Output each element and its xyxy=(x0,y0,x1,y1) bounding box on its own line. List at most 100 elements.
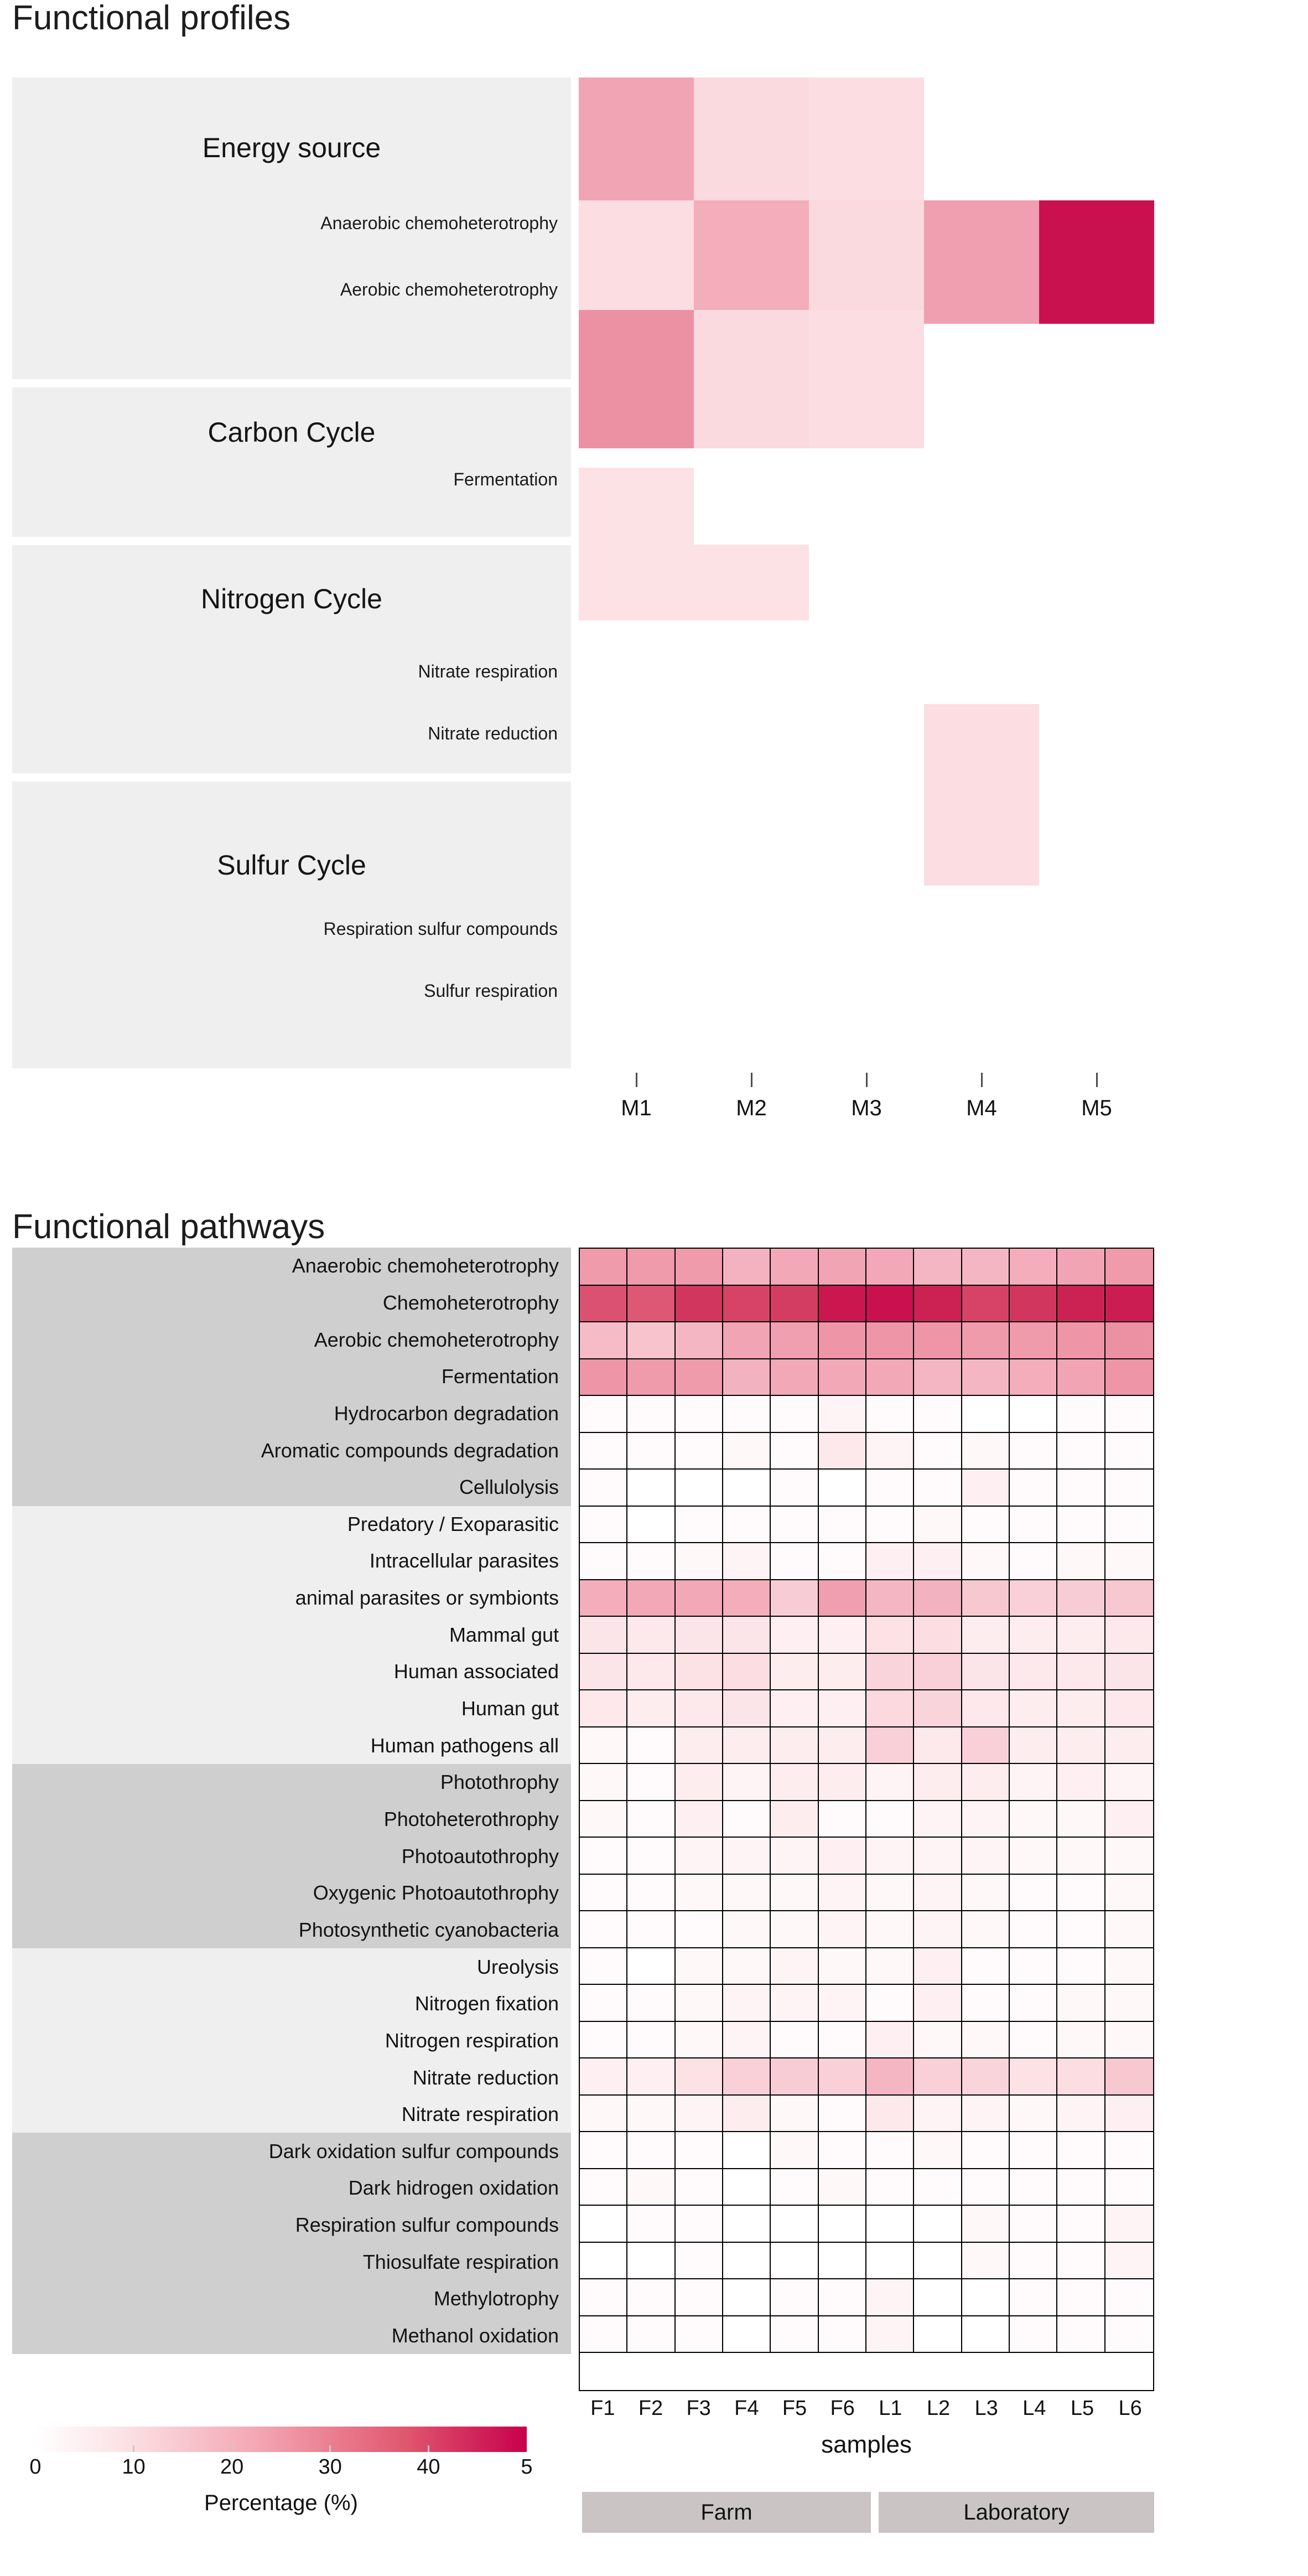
bottom-heatmap-cell xyxy=(962,1985,1010,2022)
bottom-heatmap-cell xyxy=(1105,1764,1153,1801)
bottom-heatmap-cell xyxy=(580,2169,628,2206)
bottom-heatmap-cell xyxy=(771,1653,819,1691)
bottom-heatmap-cell xyxy=(675,1506,723,1544)
bottom-heatmap-cell xyxy=(1010,2132,1058,2169)
bottom-row-label: animal parasites or symbionts xyxy=(295,1586,559,1610)
colorbar-tick xyxy=(231,2445,233,2452)
bottom-heatmap-cell xyxy=(914,1432,962,1470)
bottom-heatmap-cell xyxy=(818,2169,866,2206)
bottom-heatmap-cell xyxy=(866,2206,915,2243)
bottom-heatmap-cell xyxy=(771,1322,819,1359)
bottom-heatmap-cell xyxy=(580,1948,628,1985)
bottom-heatmap-cell xyxy=(723,1985,771,2022)
bottom-heatmap-cell xyxy=(962,1653,1010,1691)
bottom-heatmap-cell xyxy=(627,2206,676,2243)
bottom-heatmap-cell xyxy=(1010,2206,1058,2243)
bottom-heatmap-cell xyxy=(962,2058,1010,2096)
bottom-heatmap-cell xyxy=(914,1653,962,1691)
bottom-heatmap-cell xyxy=(1105,2242,1153,2280)
heatmap-spacer-cell xyxy=(866,2353,915,2390)
bottom-heatmap-cell xyxy=(914,1580,962,1617)
bottom-heatmap-cell xyxy=(675,2095,723,2133)
top-heatmap-cell xyxy=(1039,200,1154,324)
heatmap-spacer-cell xyxy=(914,2353,962,2390)
bottom-heatmap-cell xyxy=(1010,1543,1058,1580)
bottom-heatmap-cell xyxy=(580,1764,628,1801)
bottom-heatmap-cell xyxy=(1010,1690,1058,1727)
bottom-heatmap-cell xyxy=(818,1801,866,1838)
top-group-title: Nitrogen Cycle xyxy=(201,583,382,614)
bottom-heatmap-cell xyxy=(1057,2169,1105,2206)
bottom-heatmap-cell xyxy=(1057,1948,1105,1985)
bottom-x-tick-label: F4 xyxy=(734,2397,759,2420)
bottom-heatmap-cell xyxy=(866,1727,915,1765)
heatmap-spacer-cell xyxy=(1057,2353,1105,2390)
bottom-heatmap-cell xyxy=(1105,2021,1153,2059)
bottom-heatmap-cell xyxy=(675,1285,723,1323)
bottom-heatmap-cell xyxy=(723,1432,771,1470)
bottom-row-label: Dark oxidation sulfur compounds xyxy=(268,2139,559,2163)
top-heatmap-cell xyxy=(924,200,1039,324)
bottom-x-tick-label: L5 xyxy=(1070,2397,1094,2420)
bottom-heatmap-cell xyxy=(866,1948,915,1985)
bottom-heatmap-cell xyxy=(771,1432,819,1470)
bottom-heatmap-cell xyxy=(914,1874,962,1912)
bottom-x-tick-label: L6 xyxy=(1118,2397,1142,2420)
heatmap-spacer-cell xyxy=(771,2353,819,2390)
bottom-heatmap-cell xyxy=(580,1506,628,1544)
bottom-heatmap-cell xyxy=(1010,2095,1058,2133)
top-axis-tick xyxy=(865,1073,868,1087)
bottom-heatmap-cell xyxy=(627,1396,676,1433)
bottom-heatmap-cell xyxy=(818,1580,866,1617)
bottom-heatmap-cell xyxy=(914,2279,962,2316)
bottom-heatmap-cell xyxy=(723,1801,771,1838)
bottom-row-label: Ureolysis xyxy=(476,1955,559,1978)
bottom-heatmap-cell xyxy=(627,1285,676,1323)
bottom-heatmap-cell xyxy=(675,2242,723,2280)
bottom-heatmap-cell xyxy=(723,1580,771,1617)
bottom-heatmap-cell xyxy=(1105,1948,1153,1985)
bottom-heatmap-cell xyxy=(914,2206,962,2243)
top-heatmap-cell xyxy=(694,545,809,620)
bottom-heatmap-cell xyxy=(1057,2242,1105,2280)
bottom-heatmap-cell xyxy=(962,2316,1010,2353)
bottom-heatmap-cell xyxy=(1105,1727,1153,1765)
top-axis-tick xyxy=(1096,1073,1098,1087)
bottom-heatmap-cell xyxy=(580,2132,628,2169)
bottom-heatmap-cell xyxy=(723,1838,771,1875)
bottom-heatmap-cell xyxy=(1105,1801,1153,1838)
top-axis-tick-label: M1 xyxy=(621,1096,652,1120)
bottom-heatmap-cell xyxy=(1105,1653,1153,1691)
bottom-heatmap-cell xyxy=(675,1653,723,1691)
bottom-heatmap-cell xyxy=(675,1470,723,1507)
bottom-heatmap-cell xyxy=(866,2095,915,2133)
bottom-heatmap-cell xyxy=(818,2021,866,2059)
bottom-heatmap-cell xyxy=(914,2316,962,2353)
top-group-title: Energy source xyxy=(202,132,381,163)
bottom-heatmap-cell xyxy=(580,1249,628,1286)
bottom-heatmap-cell xyxy=(675,1838,723,1875)
bottom-heatmap-cell xyxy=(818,1911,866,1948)
bottom-heatmap-cell xyxy=(1010,1359,1058,1396)
bottom-heatmap-cell xyxy=(723,1874,771,1912)
bottom-heatmap-cell xyxy=(627,1690,676,1727)
bottom-row-label: Photothrophy xyxy=(440,1771,559,1794)
bottom-heatmap-cell xyxy=(675,1359,723,1396)
bottom-heatmap-cell xyxy=(580,1727,628,1765)
bottom-heatmap-cell xyxy=(866,1985,915,2022)
bottom-heatmap-cell xyxy=(914,1617,962,1654)
bottom-x-tick-label: F3 xyxy=(686,2397,711,2420)
bottom-x-tick-label: F6 xyxy=(830,2397,855,2420)
bottom-heatmap-cell xyxy=(818,1727,866,1765)
bottom-row-label: Dark hidrogen oxidation xyxy=(348,2176,559,2200)
bottom-heatmap-cell xyxy=(914,2242,962,2280)
bottom-heatmap-cell xyxy=(675,1911,723,1948)
bottom-heatmap-cell xyxy=(627,1249,676,1286)
bottom-heatmap-cell xyxy=(1105,1432,1153,1470)
bottom-heatmap-cell xyxy=(723,1764,771,1801)
bottom-heatmap-cell xyxy=(1105,2279,1153,2316)
bottom-heatmap-cell xyxy=(1057,1911,1105,1948)
top-heatmap-cell xyxy=(579,77,694,200)
bottom-heatmap-cell xyxy=(580,1285,628,1323)
